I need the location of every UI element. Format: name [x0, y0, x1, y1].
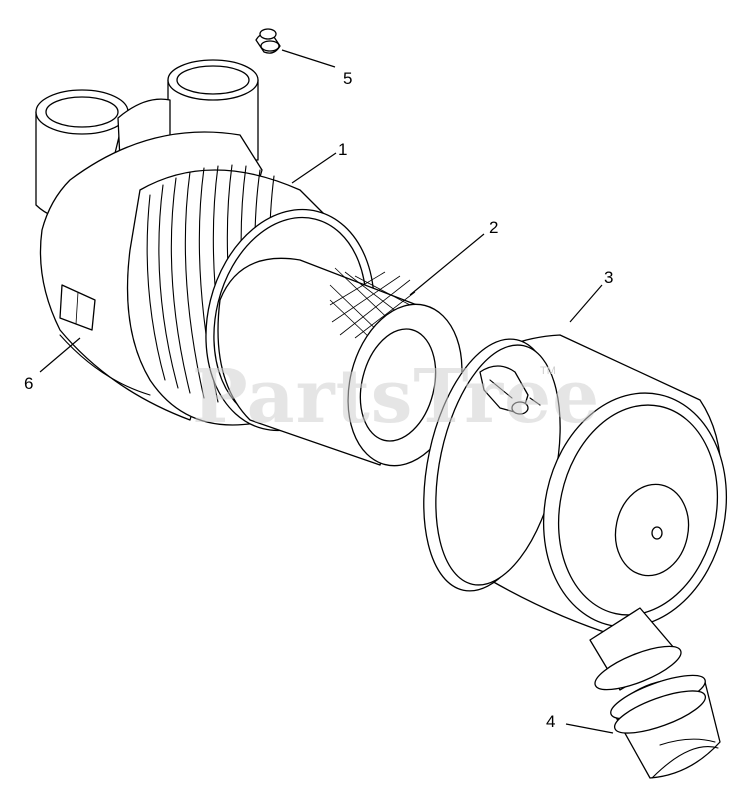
callout-5: 5 — [343, 69, 352, 88]
watermark-text: PartsTree — [192, 354, 600, 440]
leader-lines — [39, 49, 614, 734]
part-5-plug — [255, 28, 281, 54]
callout-3: 3 — [604, 268, 613, 287]
watermark: PartsTree TM — [192, 354, 600, 440]
leader-4 — [565, 723, 614, 734]
leader-1 — [291, 152, 337, 184]
callout-1: 1 — [338, 140, 347, 159]
callouts: 5 1 2 3 6 4 — [24, 69, 613, 731]
part-4-vacuator-valve — [610, 674, 721, 779]
leader-6 — [39, 337, 81, 373]
watermark-trademark: TM — [540, 365, 556, 377]
part-2-filter-element — [217, 257, 463, 467]
callout-4: 4 — [546, 712, 555, 731]
leader-3 — [569, 284, 603, 323]
leader-2 — [409, 233, 485, 296]
leader-5 — [281, 49, 336, 68]
cover-latch-clip — [479, 365, 541, 415]
callout-2: 2 — [489, 218, 498, 237]
callout-6: 6 — [24, 374, 33, 393]
part-3-cover — [423, 334, 728, 691]
